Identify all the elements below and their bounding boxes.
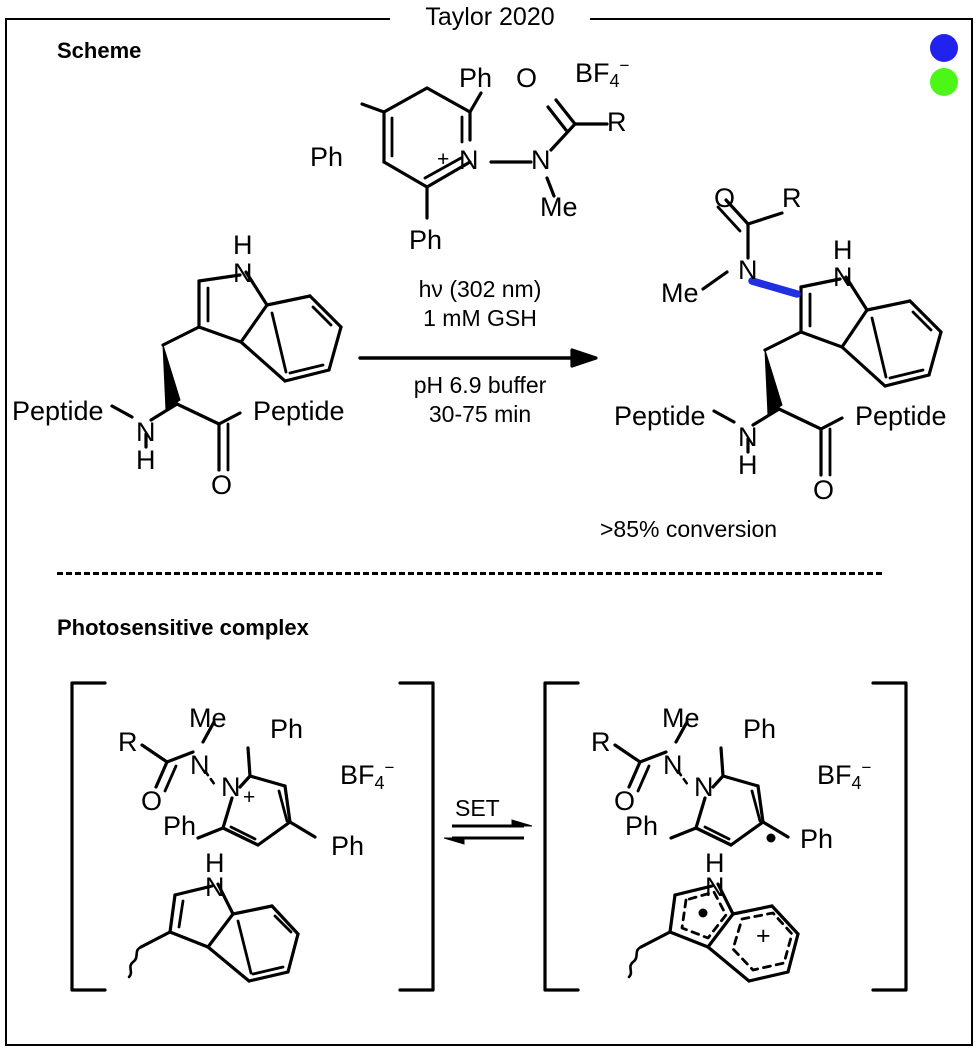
right-complex-ph-right: Ph bbox=[800, 824, 834, 854]
left-counterion-subscript: 4 bbox=[374, 773, 385, 793]
substrate-carbonyl-oxygen: O bbox=[211, 470, 233, 500]
substrate-backbone-nitrogen: N bbox=[136, 417, 156, 447]
product-peptide-right: Peptide bbox=[855, 401, 947, 431]
reagent-amide-nitrogen: N bbox=[531, 145, 551, 175]
right-complex-methyl: Me bbox=[662, 703, 700, 733]
reagent-ph-top: Ph bbox=[459, 63, 493, 93]
left-complex-oxygen: O bbox=[141, 786, 163, 816]
condition-time: 30-75 min bbox=[428, 401, 532, 427]
substrate-peptide-left: Peptide bbox=[12, 396, 104, 426]
right-counterion-bf: BF bbox=[817, 760, 852, 790]
product-r-group: R bbox=[782, 183, 802, 213]
left-complex-counterion: BF4− bbox=[340, 758, 395, 793]
counterion-subscript: 4 bbox=[609, 71, 620, 91]
right-indole-nitrogen: N bbox=[705, 872, 725, 902]
scheme-section-label: Scheme bbox=[57, 38, 142, 63]
reagent-r-group: R bbox=[607, 107, 627, 137]
right-bracket-close bbox=[871, 681, 908, 992]
right-complex-r-group: R bbox=[591, 727, 611, 757]
left-complex-ph-top: Ph bbox=[270, 714, 304, 744]
amide-indole-bond-highlight bbox=[748, 277, 801, 298]
right-indole-nh-hydrogen: H bbox=[705, 848, 725, 878]
right-complex-amide-nitrogen: N bbox=[663, 750, 683, 780]
reagent-methyl: Me bbox=[540, 192, 578, 222]
radical-dot-pyridinyl bbox=[766, 833, 776, 843]
reagent-pyridinium-nitrogen: N bbox=[459, 145, 479, 175]
product-methyl: Me bbox=[661, 278, 699, 308]
left-bracket-open bbox=[70, 681, 107, 992]
right-complex-oxygen: O bbox=[614, 786, 636, 816]
reagent-ph-bottom: Ph bbox=[409, 225, 443, 255]
substrate-peptide-right: Peptide bbox=[253, 396, 345, 426]
condition-light: hν (302 nm) bbox=[418, 276, 542, 302]
radical-dot-indole bbox=[698, 908, 708, 918]
left-indole-nitrogen: N bbox=[205, 872, 225, 902]
condition-buffer: pH 6.9 buffer bbox=[413, 372, 547, 398]
reagent-counterion: BF4− bbox=[575, 56, 630, 91]
product-backbone-nh-hydrogen: H bbox=[738, 450, 758, 480]
reagent-carbonyl-oxygen: O bbox=[516, 63, 538, 93]
product-indole-nitrogen: N bbox=[833, 262, 853, 292]
indole-cation-plus: + bbox=[756, 922, 771, 950]
condition-gsh: 1 mM GSH bbox=[423, 305, 537, 331]
blue-dot-icon bbox=[930, 34, 958, 62]
title-background bbox=[390, 0, 590, 34]
right-counterion-charge: − bbox=[861, 758, 872, 777]
figure-title: Taylor 2020 bbox=[425, 3, 555, 31]
left-complex-ph-right: Ph bbox=[331, 831, 365, 861]
counterion-bf: BF bbox=[575, 58, 610, 88]
counterion-charge: − bbox=[619, 56, 630, 75]
section-divider bbox=[57, 572, 882, 575]
reagent-ph-left: Ph bbox=[310, 142, 344, 172]
left-complex-pyridinium-nitrogen: N bbox=[221, 772, 241, 802]
substrate-backbone-nh-hydrogen: H bbox=[136, 445, 156, 475]
substrate-indole-nh-hydrogen: H bbox=[233, 230, 253, 260]
product-indole-nh-hydrogen: H bbox=[833, 235, 853, 265]
reagent-positive-charge: + bbox=[437, 148, 450, 171]
left-bracket-close bbox=[398, 681, 435, 992]
photosensitive-complex-section-label: Photosensitive complex bbox=[57, 615, 309, 640]
left-indole-nh-hydrogen: H bbox=[205, 848, 225, 878]
right-counterion-subscript: 4 bbox=[851, 773, 862, 793]
product-amide-oxygen: O bbox=[714, 183, 736, 213]
product-backbone-oxygen: O bbox=[813, 475, 835, 505]
left-complex-amide-nitrogen: N bbox=[190, 750, 210, 780]
right-complex-ph-left: Ph bbox=[625, 811, 659, 841]
equilibrium-arrows bbox=[443, 819, 533, 845]
right-complex-ph-top: Ph bbox=[743, 714, 777, 744]
conversion-text: >85% conversion bbox=[600, 516, 778, 542]
right-bracket-open bbox=[543, 681, 580, 992]
substrate-indole-nitrogen: N bbox=[233, 258, 253, 288]
right-complex-counterion: BF4− bbox=[817, 758, 872, 793]
left-complex-ph-left: Ph bbox=[163, 811, 197, 841]
left-counterion-bf: BF bbox=[340, 760, 375, 790]
green-dot-icon bbox=[930, 68, 958, 96]
left-complex-positive-charge: + bbox=[243, 786, 256, 809]
right-complex-pyridinyl-nitrogen: N bbox=[694, 772, 714, 802]
left-complex-r-group: R bbox=[118, 727, 138, 757]
left-counterion-charge: − bbox=[384, 758, 395, 777]
product-backbone-nitrogen: N bbox=[738, 422, 758, 452]
left-complex-methyl: Me bbox=[189, 703, 227, 733]
product-amide-nitrogen: N bbox=[738, 255, 758, 285]
set-equilibrium-label: SET bbox=[455, 795, 500, 821]
product-peptide-left: Peptide bbox=[614, 401, 706, 431]
